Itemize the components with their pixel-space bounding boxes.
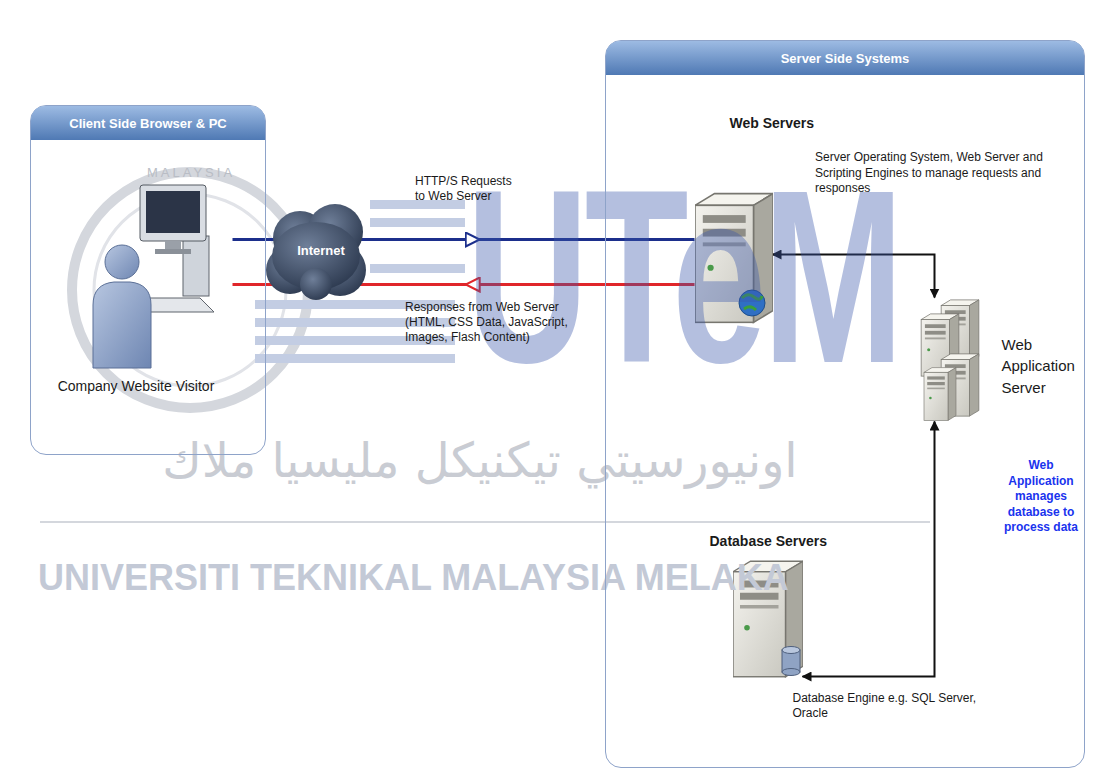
node-title: Server Side Systems [606,41,1084,75]
watermark-university: UNIVERSITI TEKNIKAL MALAYSIA MELAKA [38,558,789,598]
watermark-arabic: اونيورسيتي تيكنيكل مليسيا ملاك [40,432,920,490]
node-title: Internet [266,243,376,258]
server-panel: Server Side SystemsWeb ServersWeb Applic… [605,40,1085,768]
client-panel: Client Side Browser & PC Company Website … [30,105,266,455]
seal-inner-ring [94,194,286,386]
visitor-node: Company Website Visitor [40,180,233,405]
seal-ring [72,172,308,408]
watermark-logo: UTeM [466,153,900,400]
database-note: Web Application manages database to proc… [996,458,1086,536]
pc-illustration [138,185,214,312]
edge-label: Responses from Web Server (HTML, CSS Dat… [405,300,577,345]
node-title: Company Website Visitor [40,378,233,394]
node-text: Database Engine e.g. SQL Server, Oracle [793,691,983,722]
web-server-node: Web Servers [695,185,773,333]
visitor-figure [93,245,151,368]
edge-label: HTTP/S Requests to Web Server [415,174,525,204]
watermark-rule [40,521,930,523]
node-title: Web Servers [730,115,815,131]
db-link [803,422,935,677]
app-server-icon [921,300,979,421]
node-title: Client Side Browser & PC [31,106,265,140]
seal-text: MALAYSIA [147,165,235,180]
node-title: Database Servers [710,533,828,549]
node-title: Web Application Server [1002,334,1084,399]
database-server-node: Database ServersDatabase Engine e.g. SQL… [733,555,803,683]
app-server-node: Web Application Server [918,298,992,422]
internet-cloud: Internet [266,205,376,303]
